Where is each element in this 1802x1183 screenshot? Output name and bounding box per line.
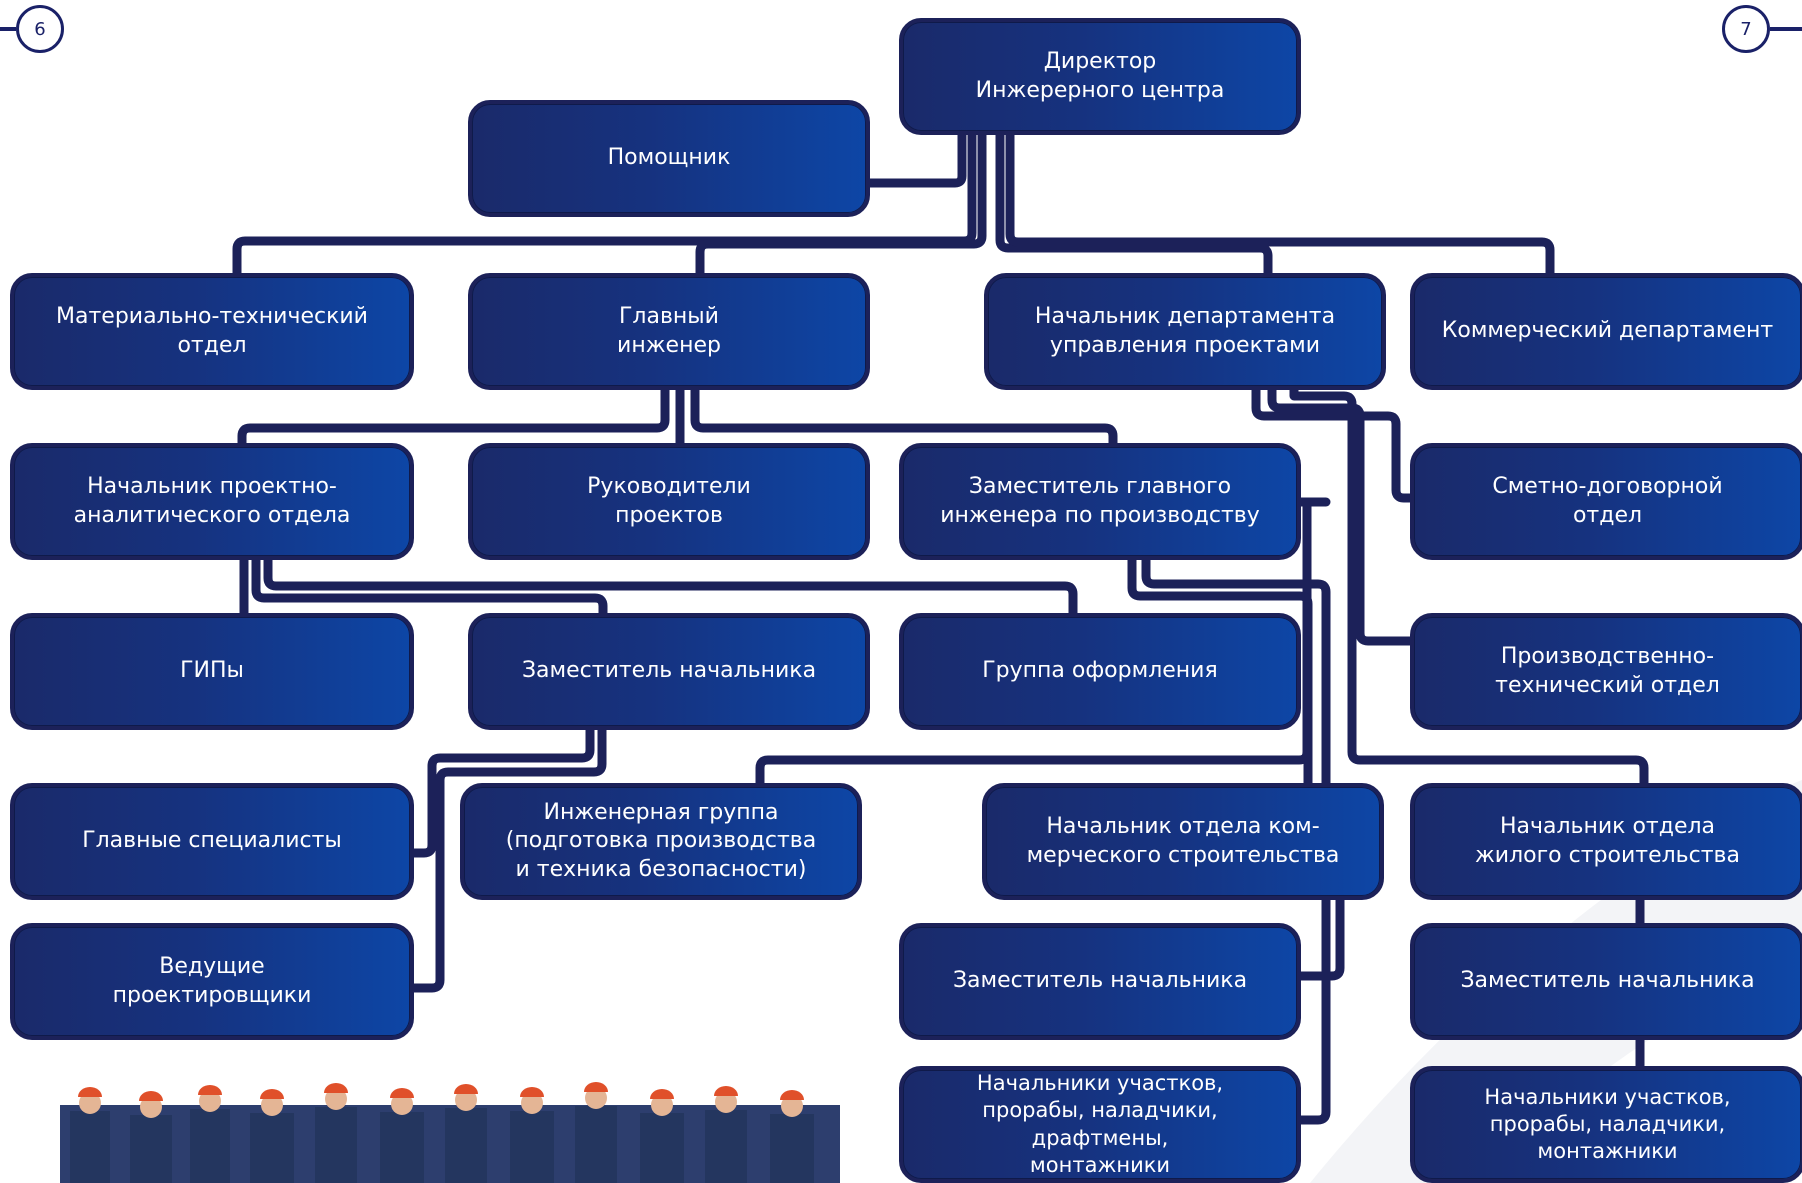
node-lead-designers-label: Ведущие проектировщики	[112, 953, 312, 1008]
node-director-label: Директор Инжерерного центра	[975, 48, 1225, 103]
node-deputy-chief-production-label: Заместитель главного инженера по произво…	[940, 473, 1260, 528]
node-estimate-contract: Сметно-договорной отдел	[1410, 443, 1802, 560]
page-number-left-label: 6	[34, 18, 46, 40]
node-deputy-head-c-label: Заместитель начальника	[1460, 968, 1755, 994]
node-deputy-chief-production: Заместитель главного инженера по произво…	[899, 443, 1301, 560]
node-deputy-head-a: Заместитель начальника	[468, 613, 870, 730]
node-estimate-contract-label: Сметно-договорной отдел	[1492, 473, 1723, 528]
node-deputy-head-b: Заместитель начальника	[899, 923, 1301, 1040]
node-deputy-head-a-label: Заместитель начальника	[521, 658, 817, 684]
node-commercial-dept-label: Коммерческий департамент	[1441, 318, 1774, 344]
node-commercial-dept: Коммерческий департамент	[1410, 273, 1802, 390]
node-residential-construction-head-label: Начальник отдела жилого строительства	[1474, 813, 1741, 868]
workers-group-photo	[60, 1082, 840, 1183]
node-project-mgmt-head: Начальник департамента управления проект…	[984, 273, 1386, 390]
node-production-technical: Производственно- технический отдел	[1410, 613, 1802, 730]
node-material-tech-label: Материально-технический отдел	[56, 303, 368, 358]
node-lead-designers: Ведущие проектировщики	[10, 923, 414, 1040]
node-deputy-head-c: Заместитель начальника	[1410, 923, 1802, 1040]
node-design-analytics-head: Начальник проектно- аналитического отдел…	[10, 443, 414, 560]
node-site-heads-b: Начальники участков, прорабы, наладчики,…	[899, 1066, 1301, 1183]
node-project-mgmt-head-label: Начальник департамента управления проект…	[1034, 303, 1336, 358]
node-residential-construction-head: Начальник отдела жилого строительства	[1410, 783, 1802, 900]
page-number-right-label: 7	[1740, 18, 1752, 40]
node-director: Директор Инжерерного центра	[899, 18, 1301, 135]
node-deputy-head-b-label: Заместитель начальника	[952, 968, 1248, 994]
node-chief-specialists-label: Главные специалисты	[82, 828, 342, 854]
node-site-heads-c: Начальники участков, прорабы, наладчики,…	[1410, 1066, 1802, 1183]
node-commercial-construction-head-label: Начальник отдела ком- мерческого строите…	[1026, 813, 1340, 868]
node-chief-engineer-label: Главный инженер	[617, 303, 721, 358]
node-assistant: Помощник	[468, 100, 870, 217]
node-project-leaders-label: Руководители проектов	[587, 473, 751, 528]
node-design-analytics-head-label: Начальник проектно- аналитического отдел…	[73, 473, 351, 528]
node-chief-specialists: Главные специалисты	[10, 783, 414, 900]
node-design-group-label: Группа оформления	[982, 658, 1218, 684]
page-number-right: 7	[1722, 5, 1770, 53]
node-chief-engineer: Главный инженер	[468, 273, 870, 390]
node-material-tech: Материально-технический отдел	[10, 273, 414, 390]
node-commercial-construction-head: Начальник отдела ком- мерческого строите…	[982, 783, 1384, 900]
node-site-heads-c-label: Начальники участков, прорабы, наладчики,…	[1484, 1084, 1731, 1164]
node-gips: ГИПы	[10, 613, 414, 730]
node-assistant-label: Помощник	[607, 145, 731, 171]
node-engineering-group: Инженерная группа (подготовка производст…	[460, 783, 862, 900]
page-number-left: 6	[16, 5, 64, 53]
node-production-technical-label: Производственно- технический отдел	[1495, 643, 1720, 698]
page-number-left-rule	[0, 27, 16, 31]
node-gips-label: ГИПы	[180, 658, 244, 684]
node-site-heads-b-label: Начальники участков, прорабы, наладчики,…	[976, 1070, 1224, 1177]
node-engineering-group-label: Инженерная группа (подготовка производст…	[505, 799, 817, 882]
node-project-leaders: Руководители проектов	[468, 443, 870, 560]
node-design-group: Группа оформления	[899, 613, 1301, 730]
page-number-right-rule	[1770, 27, 1802, 31]
